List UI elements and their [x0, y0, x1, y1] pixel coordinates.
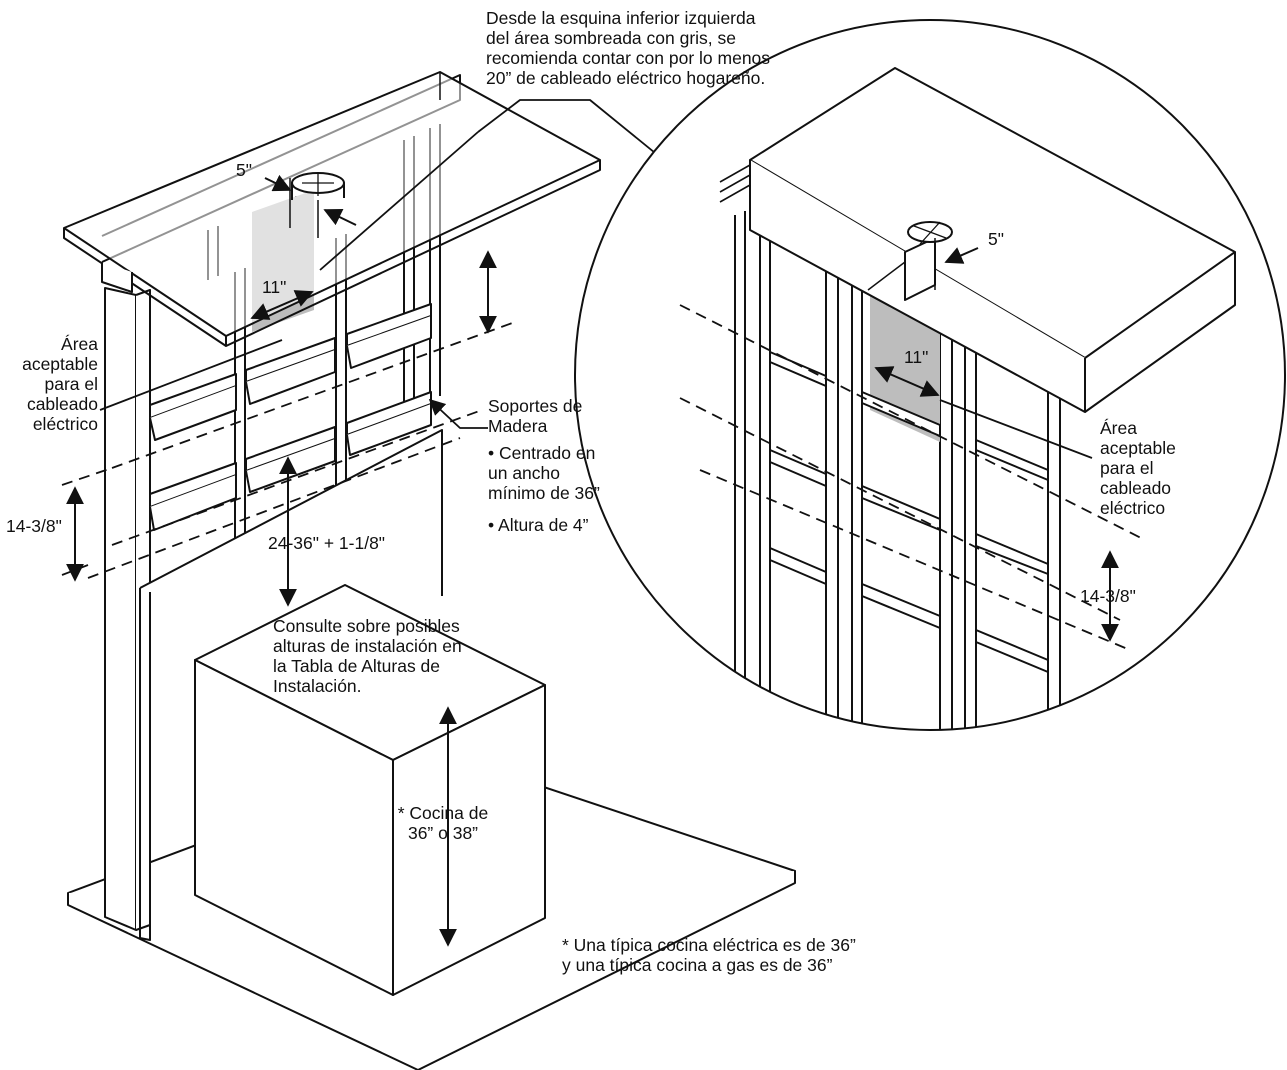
- supports-bullet-centered: • Centrado en un ancho mínimo de 36”: [488, 443, 600, 503]
- main-dim-5-label: 5": [236, 160, 252, 180]
- main-area-label: Área aceptable para el cableado eléctric…: [22, 334, 98, 434]
- vent-duct: [291, 172, 345, 200]
- hood-canopy: [63, 71, 601, 347]
- main-dim-14-3-8-label: 14-3/8": [6, 516, 62, 536]
- detail-dim-5-label: 5": [988, 229, 1004, 249]
- supports-bullet-height: • Altura de 4”: [488, 515, 589, 535]
- wood-supports: [149, 303, 432, 531]
- main-dim-11-label: 11": [262, 277, 287, 297]
- range-size-label: * Cocina de 36” o 38”: [397, 803, 489, 843]
- main-dim-24-36-label: 24-36" + 1-1/8": [268, 533, 386, 553]
- top-wiring-note: Desde la esquina inferior izquierda del …: [486, 8, 771, 88]
- supports-title: Soportes de Madera: [488, 396, 583, 436]
- reference-lines-detail: [679, 304, 1146, 651]
- typical-range-note: * Una típica cocina eléctrica es de 36” …: [562, 935, 856, 975]
- detail-dim-11-label: 11": [904, 347, 929, 367]
- detail-studs: [734, 211, 1061, 730]
- detail-hood-canopy: [719, 67, 1236, 413]
- dimension-arrows-detail: [867, 247, 1119, 642]
- detail-area-label: Área aceptable para el cableado eléctric…: [1100, 418, 1176, 518]
- consult-heights-note: Consulte sobre posibles alturas de insta…: [273, 616, 462, 696]
- dimension-arrows-main: [66, 174, 497, 947]
- detail-wood-supports: [769, 351, 1049, 673]
- detail-dim-14-3-8-label: 14-3/8": [1080, 586, 1136, 606]
- range-box: [194, 584, 546, 996]
